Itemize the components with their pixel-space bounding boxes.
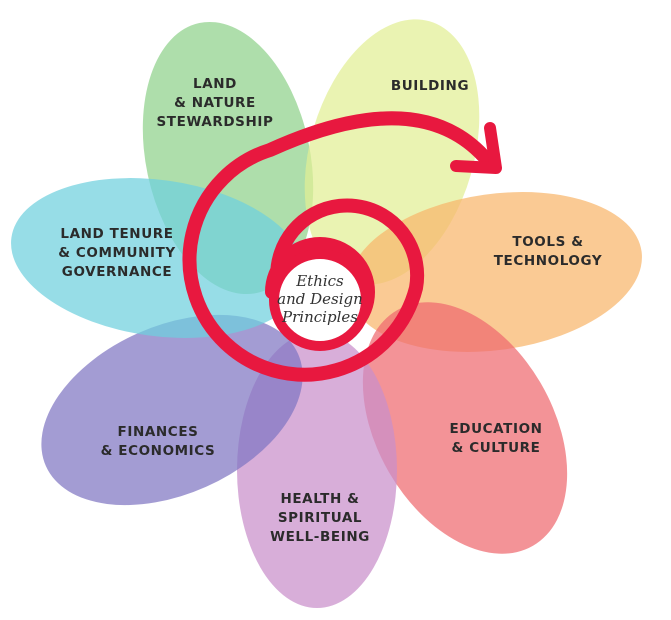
petal-labels: LAND & NATURE STEWARDSHIP BUILDING TOOLS & TE… [58, 76, 603, 545]
petal-label-line: GOVERNANCE [62, 264, 172, 280]
petal-label-line: SPIRITUAL [278, 510, 362, 526]
center-label-line: Principles [281, 308, 358, 326]
petal-label-line: & COMMUNITY [58, 245, 176, 261]
petal-label-line: & CULTURE [452, 440, 541, 456]
center-label-line: and Design [277, 290, 363, 308]
petal-label-line: LAND [193, 76, 237, 92]
petal-label-line: & ECONOMICS [101, 443, 216, 459]
center-label-line: Ethics [295, 272, 344, 290]
petal-land-tenure-community-governance [11, 178, 305, 338]
petal-label-health-spiritual-wellbeing: HEALTH & SPIRITUAL WELL-BEING [270, 491, 370, 545]
petal-label-land-tenure-community-governance: LAND TENURE & COMMUNITY GOVERNANCE [58, 226, 176, 280]
petal-label-finances-economics: FINANCES & ECONOMICS [101, 424, 216, 459]
petal-label-line: WELL-BEING [270, 529, 370, 545]
petal-label-land-nature-stewardship: LAND & NATURE STEWARDSHIP [156, 76, 273, 130]
petal-label-tools-technology: TOOLS & TECHNOLOGY [494, 234, 603, 269]
petal-label-line: BUILDING [391, 78, 469, 94]
petal-label-education-culture: EDUCATION & CULTURE [449, 421, 542, 456]
petal-label-line: & NATURE [174, 95, 256, 111]
petal-education-culture [362, 302, 568, 554]
arrow-head [450, 122, 502, 174]
center-disc [269, 249, 371, 351]
petal-label-line: LAND TENURE [60, 226, 173, 242]
petal-label-line: HEALTH & [280, 491, 359, 507]
petal-label-building: BUILDING [391, 78, 469, 94]
petal-label-line: TECHNOLOGY [494, 253, 603, 269]
petal-label-line: TOOLS & [512, 234, 583, 250]
petal-label-line: EDUCATION [449, 421, 542, 437]
petal-finances-economics [41, 314, 303, 506]
petals [11, 19, 642, 608]
petal-label-line: FINANCES [118, 424, 199, 440]
petal-label-line: STEWARDSHIP [156, 114, 273, 130]
